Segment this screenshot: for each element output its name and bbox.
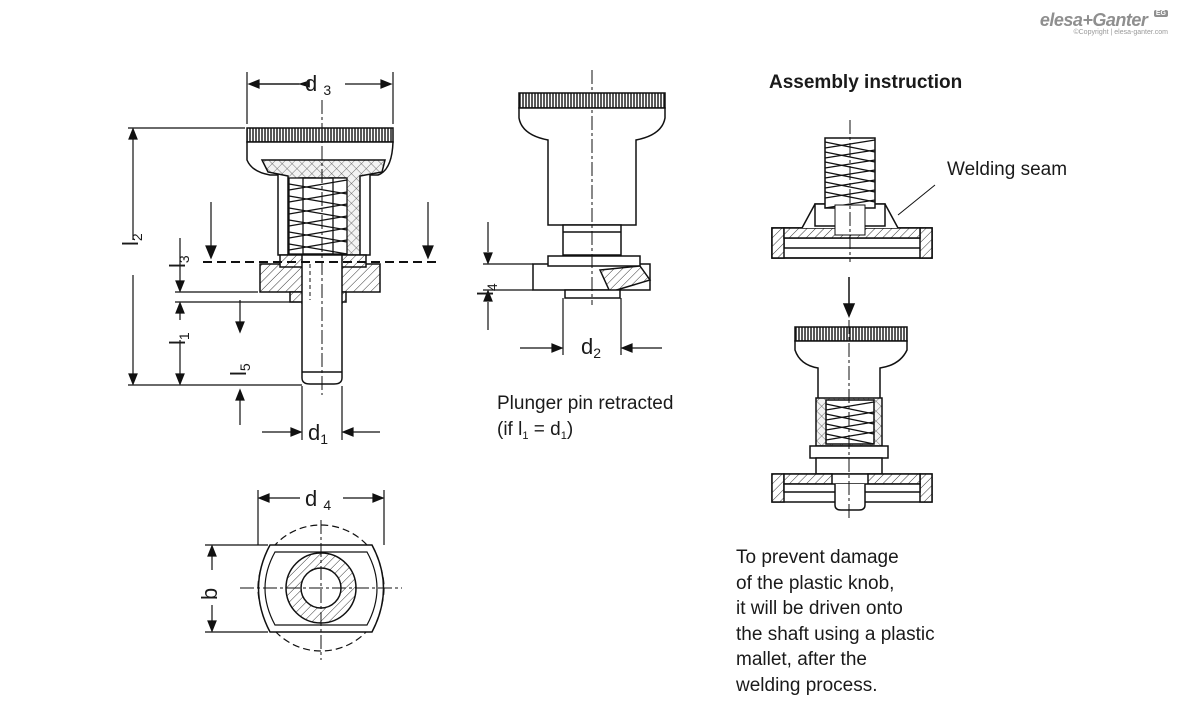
retracted-view xyxy=(518,70,666,305)
label-l2: l2 xyxy=(118,233,145,246)
bottom-view xyxy=(240,520,402,660)
label-l3: l3 xyxy=(165,255,192,268)
welding-seam-label: Welding seam xyxy=(947,159,1068,180)
label-d2: d2 xyxy=(581,334,602,361)
note-line: To prevent damage xyxy=(736,547,899,568)
label-b: b xyxy=(197,587,222,600)
brand-name: elesa+Ganter xyxy=(1039,10,1148,30)
brand-copyright: ©Copyright | elesa-ganter.com xyxy=(1073,29,1168,36)
note-line: the shaft using a plastic xyxy=(736,623,935,645)
assembly-step-2 xyxy=(771,320,933,518)
brand-badge: EG xyxy=(1153,10,1168,17)
note-line: welding process. xyxy=(736,674,878,696)
assembly-arrow xyxy=(842,277,856,318)
label-l4: l4 xyxy=(473,283,500,296)
label-d4: d 4 xyxy=(305,486,332,513)
brand-logo: elesa+Ganter EG ©Copyright | elesa-gante… xyxy=(1040,10,1168,36)
label-l5: l5 xyxy=(226,363,253,376)
label-l1: l1 xyxy=(165,332,192,345)
assembly-title: Assembly instruction xyxy=(769,72,963,93)
assembly-step-1 xyxy=(771,120,936,262)
note-line: of the plastic knob, xyxy=(736,572,895,594)
note-line: mallet, after the xyxy=(736,649,867,670)
retracted-caption: Plunger pin retracted (if l1 = d1) xyxy=(497,391,673,449)
assembly-note: To prevent damage of the plastic knob, i… xyxy=(736,545,935,698)
section-view xyxy=(203,100,440,395)
dimension-lines-middle xyxy=(483,222,662,355)
retracted-caption-line1: Plunger pin retracted xyxy=(497,393,674,414)
retracted-caption-line2: (if l1 = d1) xyxy=(497,418,574,442)
label-d3: d 3 xyxy=(305,71,332,98)
note-line: it will be driven onto xyxy=(736,598,903,619)
label-d1: d1 xyxy=(308,420,329,447)
dimension-lines-left xyxy=(128,72,434,440)
dimension-lines-bottom xyxy=(205,490,385,633)
